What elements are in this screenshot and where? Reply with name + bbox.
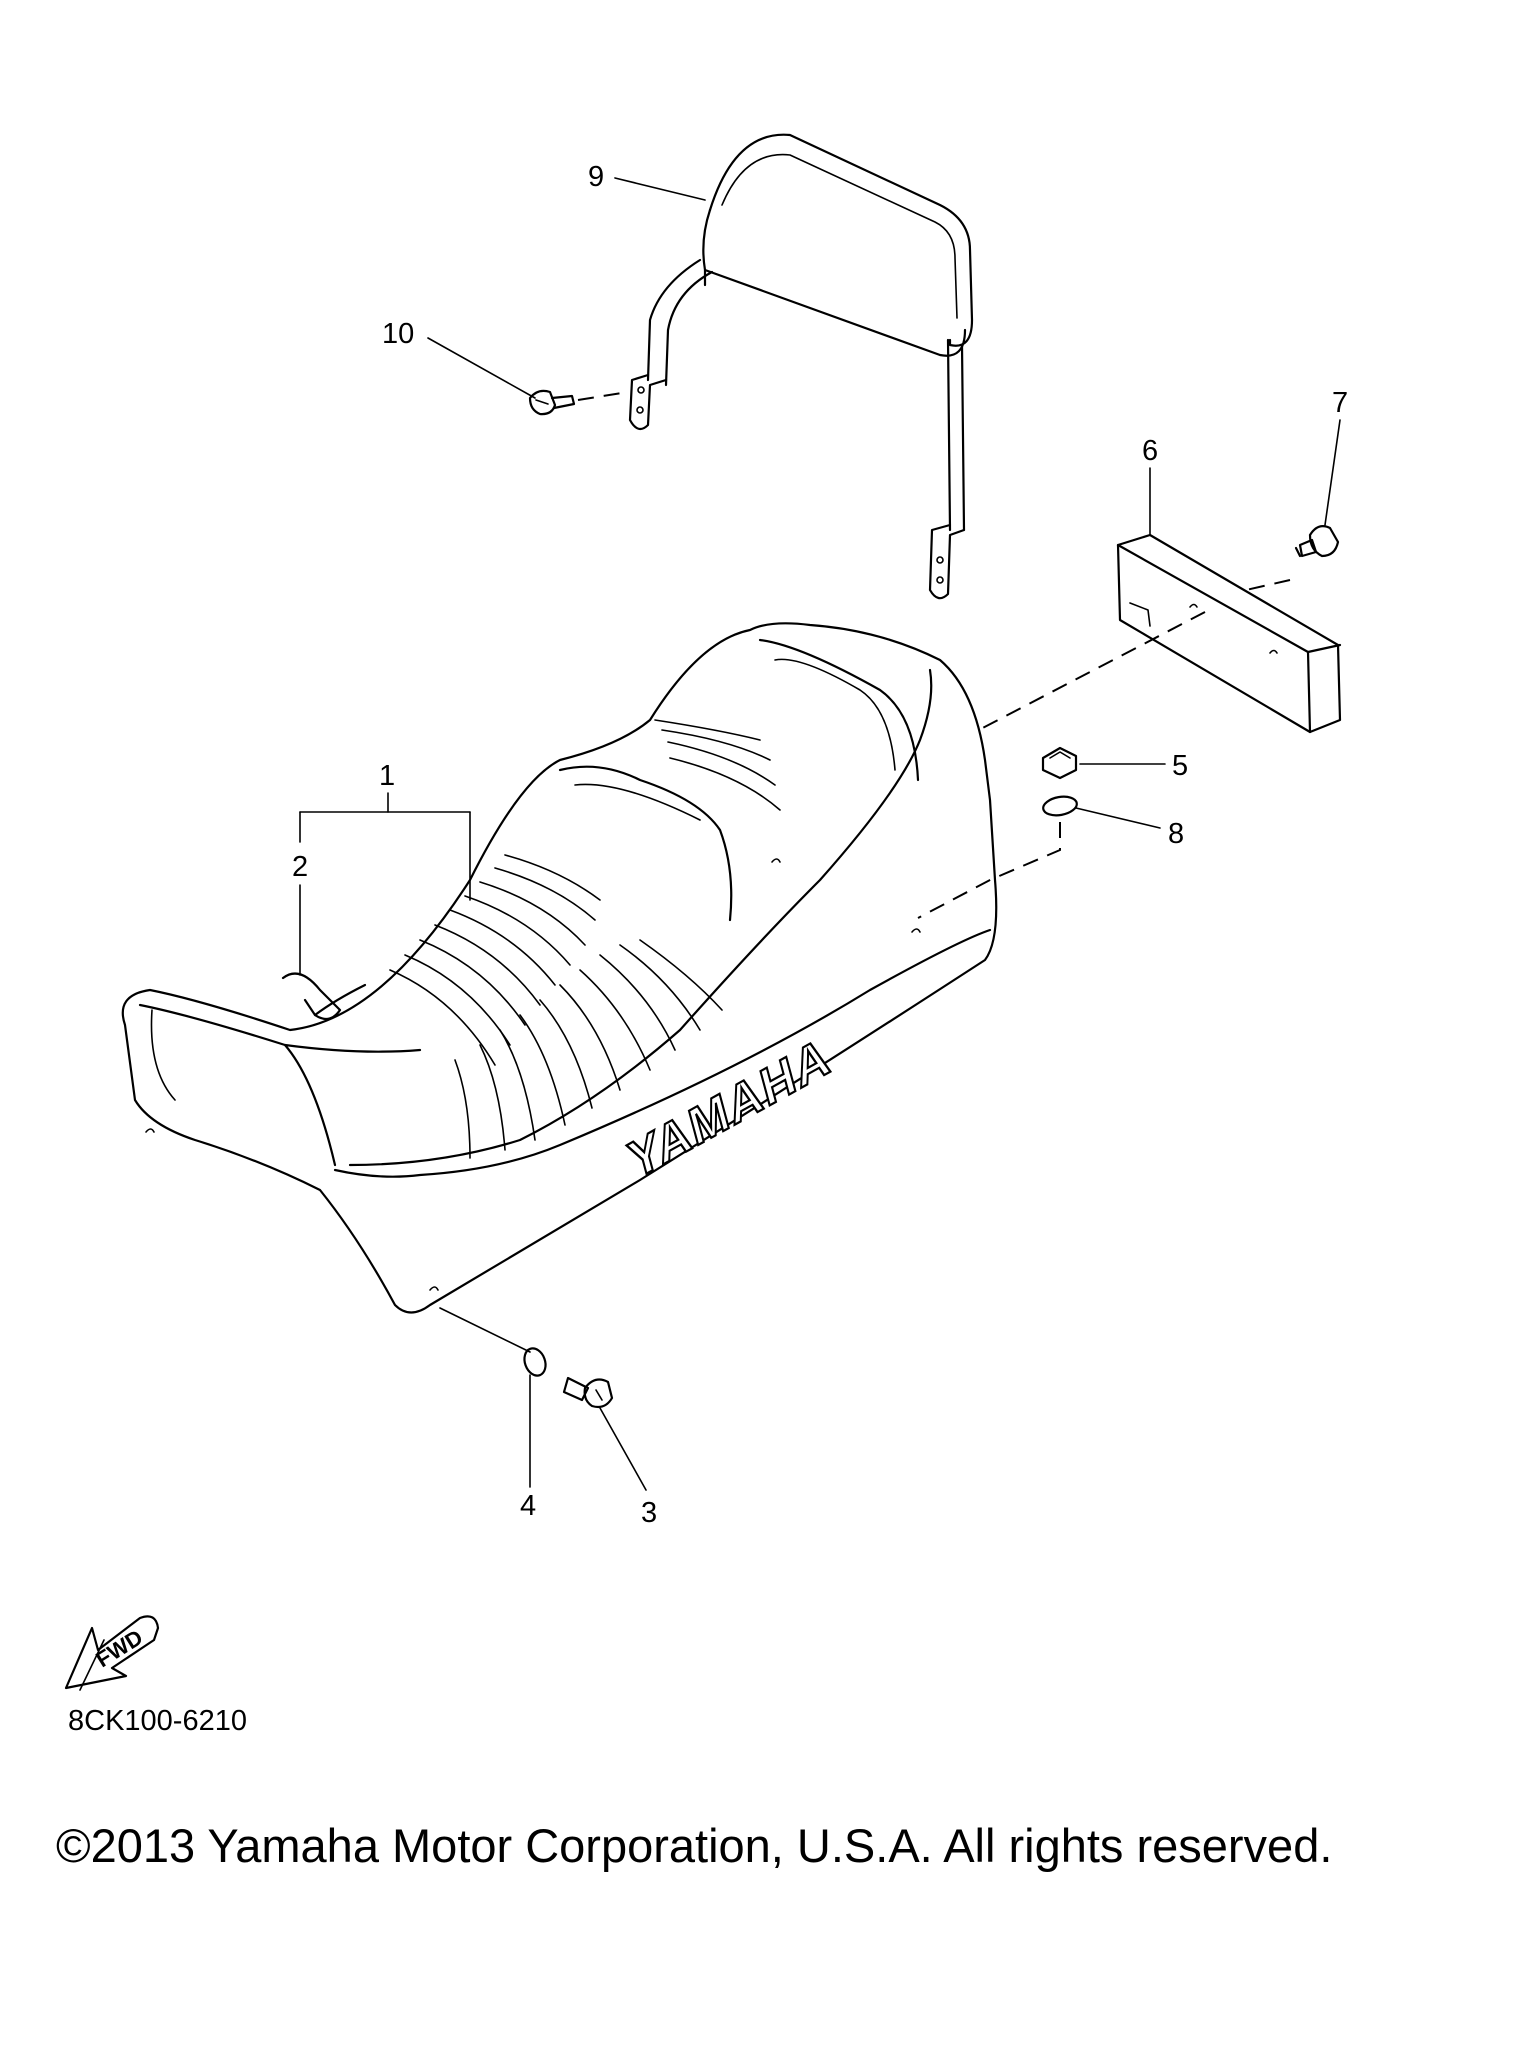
callout-leaders <box>299 177 1341 1491</box>
washer-front <box>523 1347 547 1377</box>
drawing-code: 8CK100-6210 <box>68 1705 247 1737</box>
callout-9: 9 <box>588 161 604 193</box>
callout-7: 7 <box>1332 387 1348 419</box>
callout-labels: 1 2 3 4 5 6 7 8 9 10 <box>292 161 1348 1529</box>
seat-assembly: YAMAHA <box>121 622 998 1314</box>
callout-4: 4 <box>520 1490 536 1522</box>
callout-1: 1 <box>379 760 395 792</box>
exploded-parts-diagram: YAMAHA <box>64 133 1348 1691</box>
backrest <box>628 133 974 600</box>
seat-bolt-front <box>562 1376 614 1409</box>
callout-8: 8 <box>1168 818 1184 850</box>
callout-2: 2 <box>292 851 308 883</box>
backrest-bolt <box>528 389 629 416</box>
washer-rear <box>917 795 1078 919</box>
forward-arrow-icon: FWD <box>64 1615 160 1691</box>
callout-3: 3 <box>641 1497 657 1529</box>
callout-6: 6 <box>1142 435 1158 467</box>
callout-10: 10 <box>382 318 414 350</box>
callout-5: 5 <box>1172 750 1188 782</box>
copyright-notice: ©2013 Yamaha Motor Corporation, U.S.A. A… <box>56 1819 1333 1872</box>
bracket-bolt <box>1294 525 1340 558</box>
seat-bracket <box>974 533 1342 734</box>
nut <box>1041 746 1078 780</box>
